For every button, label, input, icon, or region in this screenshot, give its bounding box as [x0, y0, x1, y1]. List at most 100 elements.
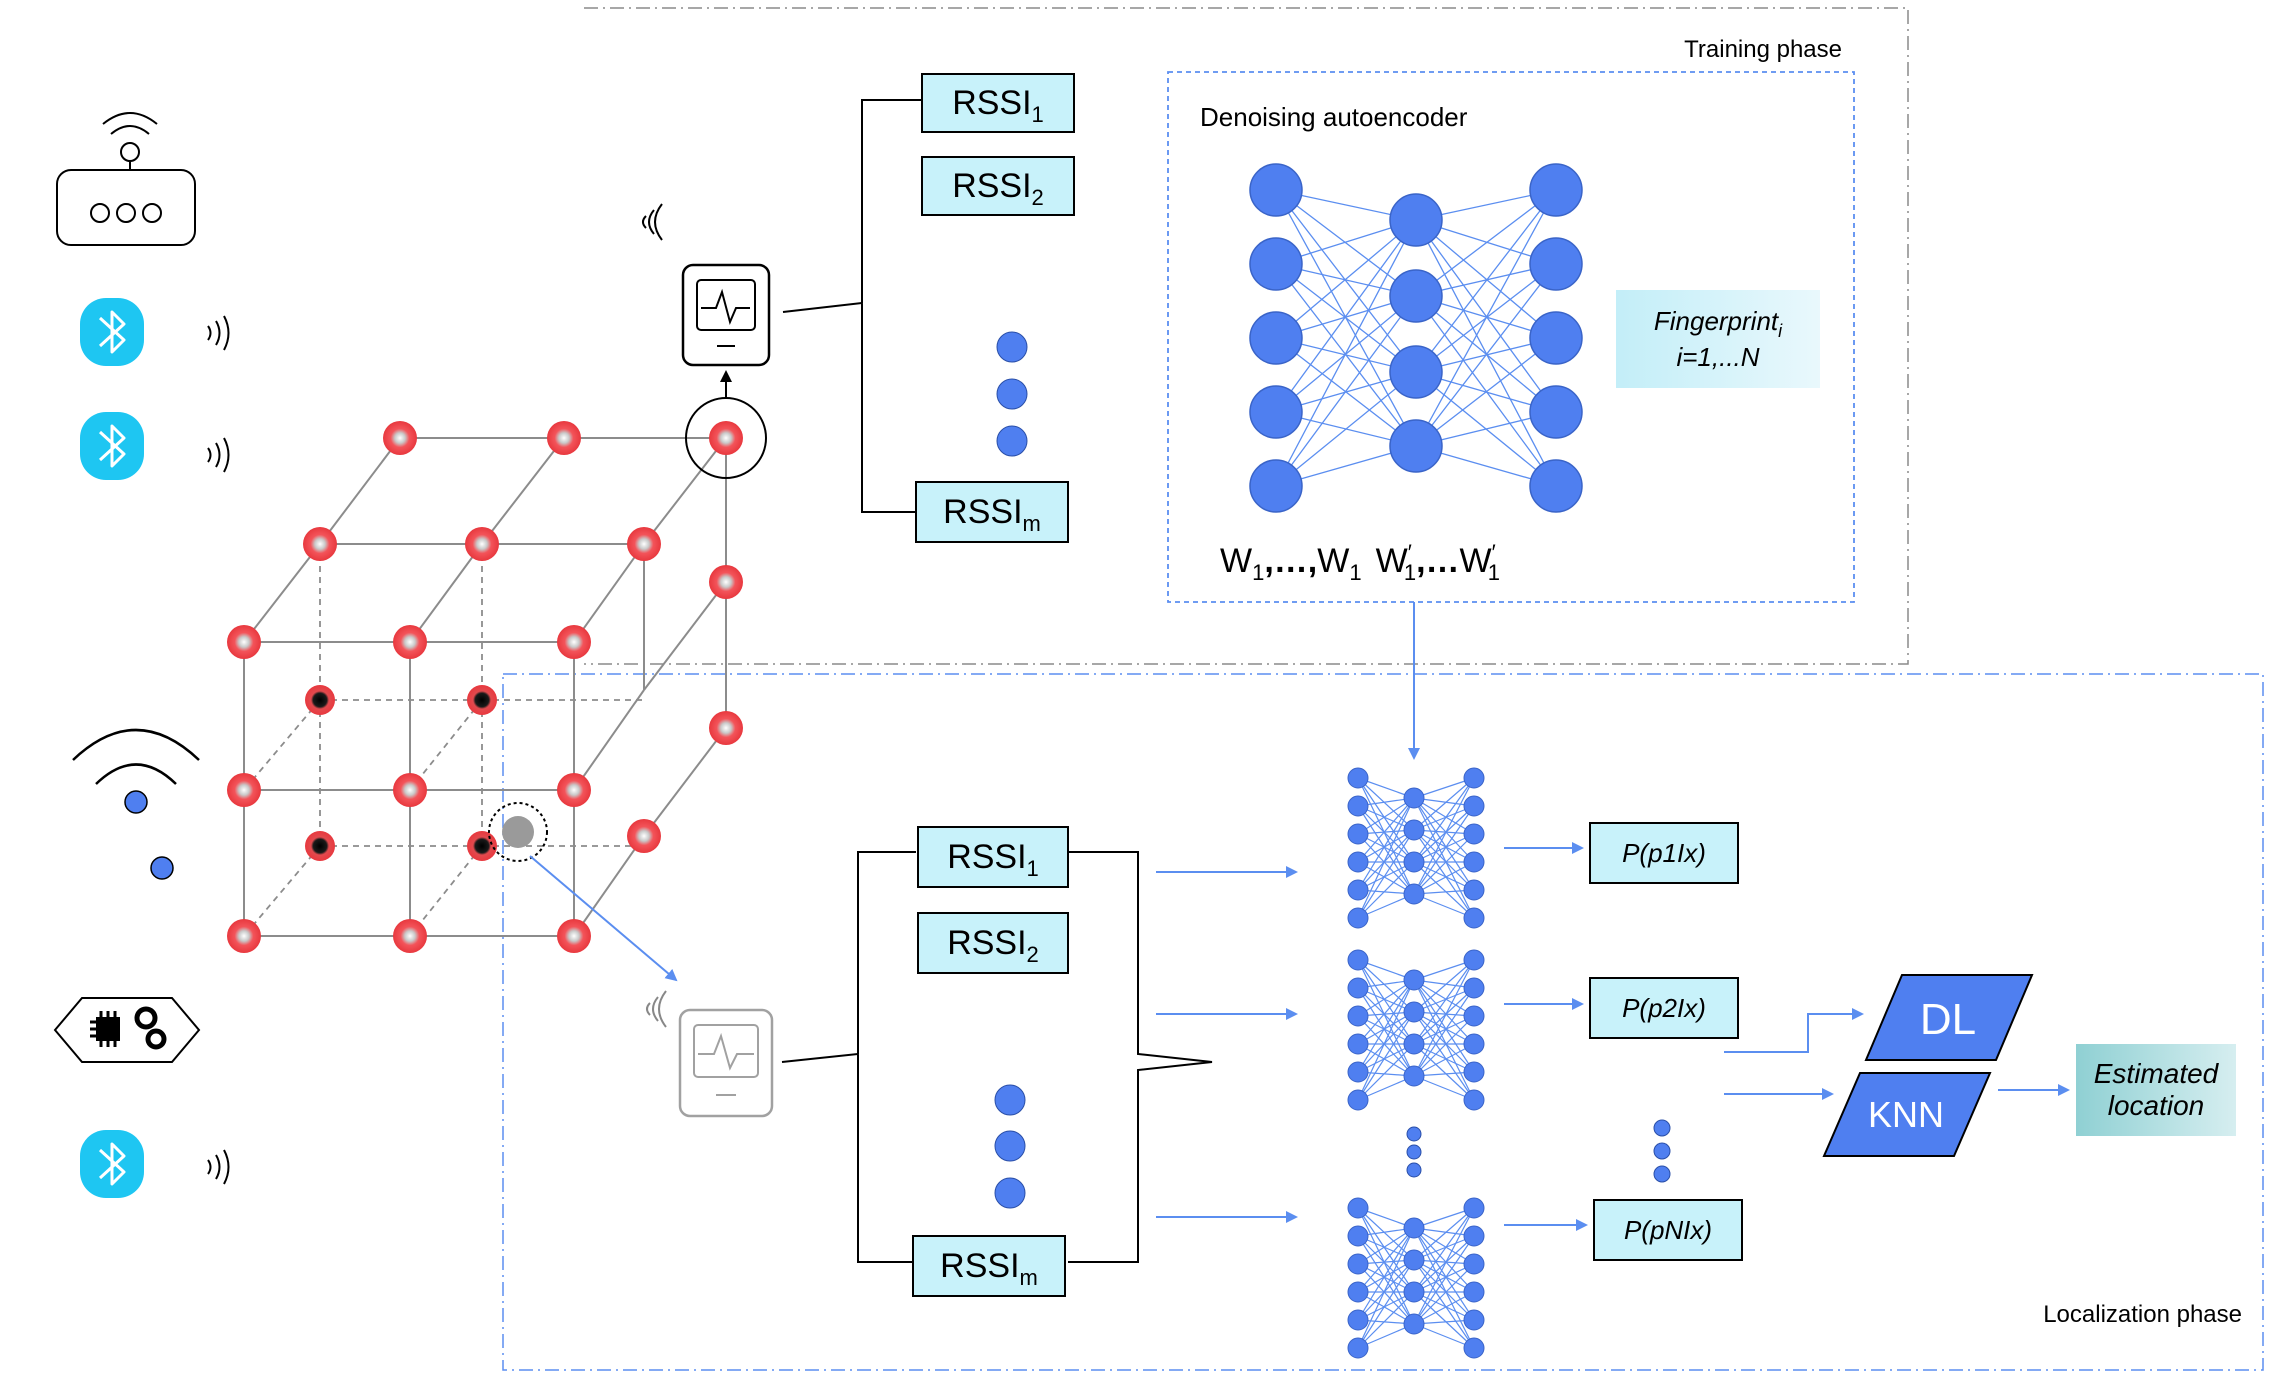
classifier-networks — [1347, 767, 1485, 1359]
grid-cube — [227, 397, 767, 953]
neuron — [1463, 1033, 1485, 1055]
neuron — [1347, 1005, 1369, 1027]
localization-bracket-left — [781, 851, 916, 1263]
grid-node — [465, 527, 499, 561]
network-connection — [1357, 1259, 1415, 1349]
network-connection — [1415, 219, 1557, 339]
rssi-label: RSSI — [943, 493, 1022, 531]
network-connection — [1413, 1235, 1475, 1325]
network-connection — [1275, 219, 1417, 339]
network-connection — [1275, 219, 1417, 413]
neuron — [1347, 949, 1369, 971]
query-point-ring — [488, 802, 548, 862]
svg-text:RSSI1: RSSI1 — [947, 838, 1039, 881]
network-connection — [1357, 1043, 1415, 1077]
network-connection — [1413, 979, 1475, 1017]
bluetooth-icon — [80, 298, 144, 366]
network-neurons — [1347, 767, 1485, 929]
network-connection — [1415, 189, 1557, 297]
rssi-subscript: m — [1020, 1265, 1038, 1290]
localization-rssi-2: RSSI2 — [917, 912, 1069, 974]
neuron — [1463, 1225, 1485, 1247]
network-connection — [1415, 295, 1557, 487]
classifier-network — [1347, 1197, 1485, 1359]
network-connection — [1357, 797, 1415, 863]
network-connection — [1357, 979, 1415, 1101]
hidden-grid-node — [467, 685, 497, 715]
grid-node — [227, 919, 261, 953]
bluetooth-icon — [80, 412, 144, 480]
network-connection — [1413, 861, 1475, 891]
network-connection — [1357, 1207, 1415, 1325]
neuron — [1347, 1309, 1369, 1331]
network-connection — [1357, 833, 1415, 895]
neuron — [1347, 1197, 1369, 1219]
autoencoder-neurons — [1249, 163, 1583, 513]
network-connection — [1357, 959, 1415, 1045]
network-connection — [1357, 979, 1415, 1045]
network-connection — [1413, 1075, 1475, 1101]
probability-label: P(p2Ix) — [1622, 993, 1706, 1023]
network-connection — [1415, 263, 1557, 447]
network-connection — [1357, 777, 1415, 831]
localization-ellipsis-dots — [994, 1084, 1026, 1209]
neuron — [1529, 237, 1583, 291]
probability-dots — [1653, 1119, 1671, 1183]
neuron — [1403, 1249, 1425, 1271]
network-connection — [1357, 1227, 1415, 1349]
grid-node — [709, 711, 743, 745]
network-connection — [1357, 987, 1415, 1077]
network-connection — [1275, 219, 1417, 487]
training-phase-frame: Training phase — [584, 7, 1909, 665]
rssi-subscript: 2 — [1027, 942, 1039, 967]
network-connection — [1275, 371, 1417, 487]
cube-hidden-edges — [243, 544, 644, 937]
network-connection — [1413, 1235, 1475, 1293]
network-connection — [1357, 797, 1415, 891]
network-connection — [1357, 1259, 1415, 1293]
rssi-subscript: 1 — [1027, 856, 1039, 881]
neuron — [1249, 237, 1303, 291]
network-connection — [1413, 1207, 1475, 1325]
grid-node — [627, 527, 661, 561]
neuron — [1529, 385, 1583, 439]
neuron — [1463, 879, 1485, 901]
neuron — [1463, 1337, 1485, 1359]
network-connection — [1413, 829, 1475, 919]
signal-waves-icon — [207, 315, 230, 351]
network-neurons — [1347, 949, 1485, 1111]
signal-waves-icon — [642, 203, 663, 241]
estimated-label-line2: location — [2108, 1090, 2205, 1121]
network-connection — [1413, 959, 1475, 1013]
network-connection — [1413, 1291, 1475, 1325]
network-connection — [1275, 263, 1417, 373]
network-connection — [1357, 829, 1415, 919]
svg-text:Fingerprinti: Fingerprinti — [1654, 306, 1783, 341]
network-connection — [1357, 1207, 1415, 1293]
training-rssi-2: RSSI2 — [921, 156, 1075, 216]
svg-text:RSSIm: RSSIm — [940, 1247, 1038, 1290]
router-icon — [56, 112, 196, 246]
training-phase-label: Training phase — [1684, 36, 1842, 63]
probability-box-n: P(pNIx) — [1593, 1199, 1743, 1261]
network-connection — [1413, 797, 1475, 891]
network-connection — [1413, 1043, 1475, 1101]
grid-node — [383, 421, 417, 455]
estimated-location-box: Estimated location — [2076, 1044, 2236, 1136]
neuron — [1347, 1253, 1369, 1275]
neuron — [1463, 1309, 1485, 1331]
query-point — [502, 816, 534, 848]
neuron — [1347, 879, 1369, 901]
neuron — [1463, 907, 1485, 929]
network-connection — [1413, 959, 1475, 1077]
network-connection — [1415, 189, 1557, 373]
network-connection — [1413, 1015, 1475, 1077]
network-connection — [1413, 1263, 1475, 1293]
autoencoder-title: Denoising autoencoder — [1200, 102, 1468, 132]
network-connection — [1357, 861, 1415, 919]
neuron — [1347, 767, 1369, 789]
network-connection — [1413, 959, 1475, 1045]
network-connection — [1413, 777, 1475, 895]
localization-rssi-1: RSSI1 — [917, 826, 1069, 888]
